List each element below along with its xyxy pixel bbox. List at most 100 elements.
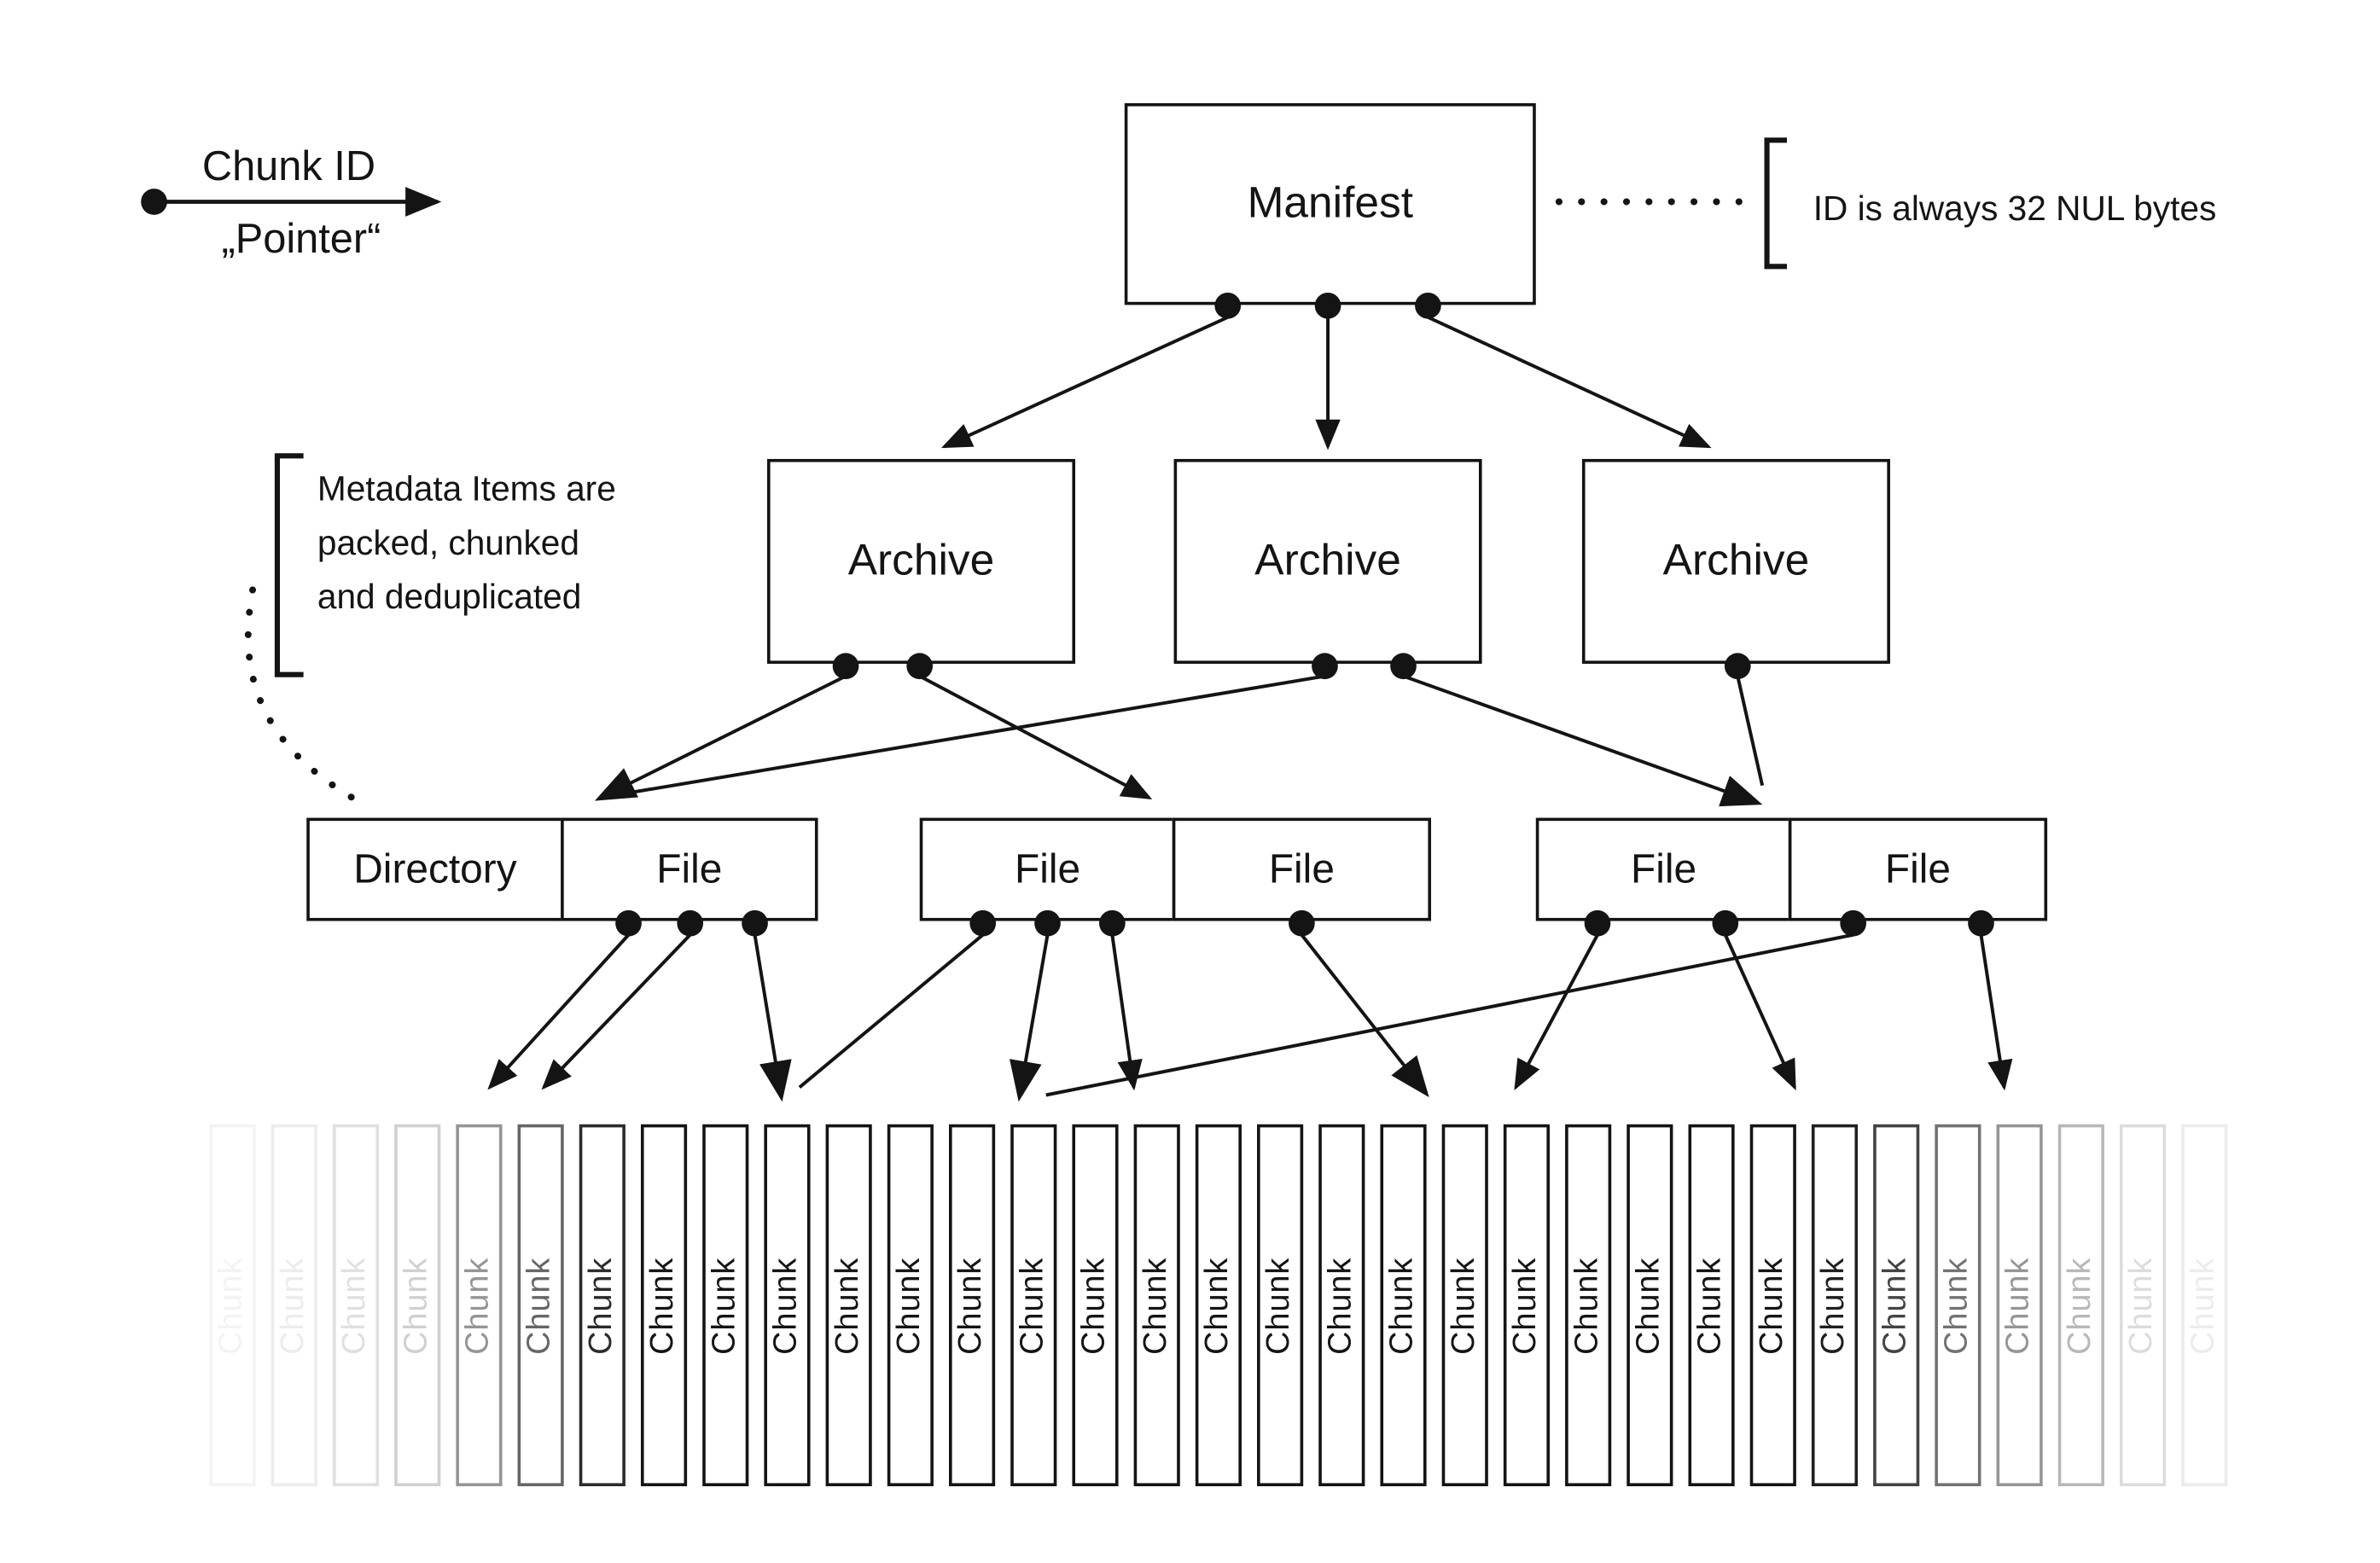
file-label: File: [1014, 845, 1081, 892]
chunk-box: Chunk: [1626, 1124, 1673, 1487]
archive-to-metadata-arrows: [594, 674, 1765, 807]
file-label: File: [1631, 845, 1697, 892]
chunk-label: Chunk: [1692, 1256, 1729, 1354]
chunk-box: Chunk: [1749, 1124, 1796, 1487]
chunk-label: Chunk: [2185, 1256, 2222, 1354]
arrow: [1514, 933, 1599, 1090]
directory-label: Directory: [353, 845, 517, 892]
manifest-id-note: ID is always 32 NUL bytes: [1813, 189, 2217, 229]
chunk-box: Chunk: [2119, 1124, 2167, 1487]
chunk-label: Chunk: [399, 1256, 435, 1354]
archive-box-3: Archive: [1581, 458, 1890, 665]
archive-label: Archive: [1662, 536, 1810, 585]
chunk-label: Chunk: [1015, 1256, 1051, 1354]
chunk-label: Chunk: [1138, 1256, 1174, 1354]
chunk-label: Chunk: [768, 1256, 805, 1354]
arrow: [940, 316, 1229, 449]
manifest-label: Manifest: [1247, 178, 1414, 229]
arrow: [594, 674, 847, 801]
chunk-label: Chunk: [1877, 1256, 1914, 1354]
chunk-box: Chunk: [1133, 1124, 1180, 1487]
chunk-box: Chunk: [702, 1124, 749, 1487]
chunk-box: Chunk: [1935, 1124, 1981, 1487]
file-box-3: File: [1172, 817, 1432, 921]
file-label: File: [656, 845, 723, 892]
chunk-box: Chunk: [332, 1124, 380, 1487]
archive-box-2: Archive: [1173, 458, 1482, 665]
chunk-label: Chunk: [892, 1256, 928, 1354]
chunk-label: Chunk: [213, 1256, 250, 1354]
chunk-label: Chunk: [276, 1256, 311, 1354]
arrow: [541, 933, 692, 1090]
chunk-box: Chunk: [1318, 1124, 1365, 1487]
file-box-2: File: [919, 817, 1176, 921]
chunk-label: Chunk: [1323, 1256, 1359, 1354]
chunk-box: Chunk: [579, 1124, 626, 1487]
chunk-label: Chunk: [1816, 1256, 1852, 1354]
chunk-box: Chunk: [1688, 1124, 1735, 1487]
chunk-label: Chunk: [460, 1256, 497, 1354]
chunk-box: Chunk: [456, 1124, 503, 1487]
arrow: [1402, 674, 1763, 807]
chunk-box: Chunk: [1996, 1124, 2043, 1487]
chunk-label: Chunk: [337, 1256, 373, 1354]
chunk-box: Chunk: [1811, 1124, 1859, 1487]
chunk-box: Chunk: [1195, 1124, 1242, 1487]
file-to-chunk-arrows: [487, 933, 2013, 1102]
left-note-bracket: [274, 453, 304, 677]
chunk-box: Chunk: [1503, 1124, 1551, 1487]
arrow: [798, 933, 984, 1089]
chunk-box: Chunk: [949, 1124, 996, 1487]
arrow: [918, 674, 1153, 799]
chunk-label: Chunk: [1261, 1256, 1297, 1354]
manifest-box: Manifest: [1124, 102, 1536, 305]
arrow: [1979, 934, 2013, 1091]
chunk-label: Chunk: [707, 1256, 743, 1354]
legend-pointer-graphic: [141, 187, 442, 217]
chunk-label: Chunk: [2063, 1256, 2098, 1354]
chunk-label: Chunk: [1076, 1256, 1113, 1354]
chunk-box: Chunk: [271, 1124, 317, 1487]
chunk-box: Chunk: [764, 1124, 811, 1487]
metadata-note: Metadata Items are packed, chunked and d…: [317, 469, 616, 617]
chunk-box: Chunk: [2057, 1124, 2104, 1487]
file-box-1: File: [561, 817, 818, 921]
arrow: [753, 934, 792, 1102]
arrow: [1724, 933, 1796, 1091]
chunk-id-dot: [141, 189, 167, 215]
chunk-label: Chunk: [584, 1256, 620, 1354]
chunk-box: Chunk: [2181, 1124, 2228, 1487]
chunk-box: Chunk: [209, 1124, 256, 1487]
chunk-label: Chunk: [1446, 1256, 1482, 1354]
chunk-label: Chunk: [1384, 1256, 1421, 1354]
chunk-box: Chunk: [825, 1124, 872, 1487]
chunk-box: Chunk: [517, 1124, 564, 1487]
chunk-label: Chunk: [2124, 1256, 2160, 1354]
chunk-box: Chunk: [1873, 1124, 1920, 1487]
chunk-label: Chunk: [1631, 1256, 1667, 1354]
arrow: [487, 933, 630, 1090]
chunk-label: Chunk: [830, 1256, 866, 1354]
file-label: File: [1268, 845, 1335, 892]
right-note-bracket: [1764, 137, 1788, 270]
file-label: File: [1884, 845, 1952, 892]
legend-pointer-label: „Pointer“: [221, 215, 381, 262]
arrow: [1736, 676, 1765, 787]
chunk-box: Chunk: [640, 1124, 688, 1487]
chunk-box: Chunk: [394, 1124, 441, 1487]
arrow: [617, 674, 1325, 797]
chunk-box: Chunk: [1441, 1124, 1488, 1487]
arrow: [1110, 934, 1143, 1091]
chunk-box: Chunk: [1565, 1124, 1612, 1487]
chunk-box: Chunk: [1010, 1124, 1057, 1487]
chunk-box: Chunk: [1380, 1124, 1427, 1487]
chunk-box: Chunk: [1257, 1124, 1304, 1487]
arrow: [1300, 933, 1429, 1098]
directory-box: Directory: [306, 817, 564, 921]
chunk-label: Chunk: [1200, 1256, 1236, 1354]
file-box-4: File: [1535, 817, 1792, 921]
archive-box-1: Archive: [766, 458, 1076, 665]
archive-label: Archive: [847, 536, 995, 585]
chunk-label: Chunk: [2000, 1256, 2037, 1354]
manifest-to-archive-arrows: [940, 316, 1712, 450]
